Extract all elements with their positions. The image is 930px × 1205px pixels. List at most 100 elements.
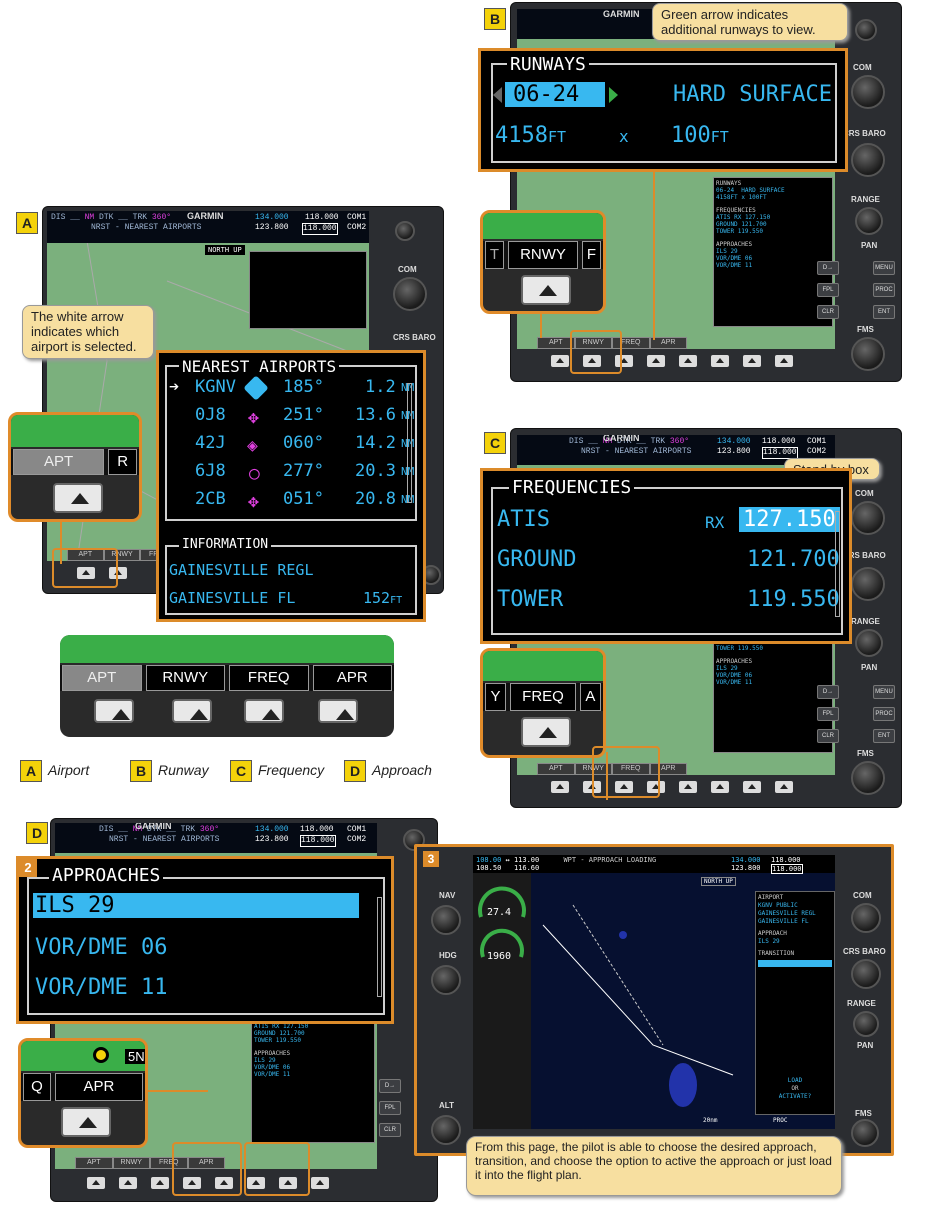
fms-knob[interactable] — [851, 337, 885, 371]
nav-knob[interactable] — [431, 905, 461, 935]
large-tab-apt[interactable]: APT — [62, 665, 142, 691]
softkey-button[interactable] — [743, 355, 761, 367]
zoom-tab-y[interactable]: Y — [485, 683, 507, 711]
freq-hard-button[interactable] — [521, 717, 571, 747]
clr-button[interactable]: CLR — [817, 729, 839, 743]
menu-button[interactable]: MENU — [873, 261, 895, 275]
zoom-tab-f[interactable]: F — [582, 241, 601, 269]
softkey-button[interactable] — [551, 355, 569, 367]
vol-knob[interactable] — [395, 221, 415, 241]
hdg-knob[interactable] — [431, 965, 461, 995]
softkey-button[interactable] — [679, 781, 697, 793]
zoom-tab-apr[interactable]: APR — [54, 1073, 143, 1101]
softkey-button[interactable] — [647, 781, 665, 793]
large-btn-apt[interactable] — [94, 699, 134, 723]
softkey-apt[interactable]: APT — [537, 337, 575, 349]
softkey-button[interactable] — [311, 1177, 329, 1189]
list-scrollbar[interactable] — [407, 383, 412, 503]
direct-to-button[interactable]: D→ — [379, 1079, 401, 1093]
crs-baro-knob[interactable] — [851, 567, 885, 601]
ent-button[interactable]: ENT — [873, 729, 895, 743]
com-knob[interactable] — [851, 75, 885, 109]
prev-runway-arrow-icon[interactable] — [493, 87, 502, 103]
alt-knob[interactable] — [431, 1115, 461, 1145]
freq-row-tower-freq[interactable]: 119.550 — [747, 587, 840, 612]
softkey-button[interactable] — [109, 567, 127, 579]
softkey-button[interactable] — [87, 1177, 105, 1189]
softkey-button[interactable] — [247, 1177, 265, 1189]
transition-selector[interactable] — [758, 960, 832, 967]
zoom-tab-rnwy[interactable]: RNWY — [508, 241, 578, 269]
activate-option[interactable]: ACTIVATE? — [778, 1093, 812, 1100]
large-btn-freq[interactable] — [244, 699, 284, 723]
softkey-freq[interactable]: FREQ — [150, 1157, 188, 1169]
zoom-tab-apt[interactable]: APT — [13, 449, 105, 475]
softkey-apt[interactable]: APT — [537, 763, 575, 775]
softkey-apr[interactable]: APR — [187, 1157, 225, 1169]
rnwy-hard-button[interactable] — [521, 275, 571, 305]
crs-baro-knob[interactable] — [851, 959, 881, 989]
softkey-button[interactable] — [679, 355, 697, 367]
direct-to-button[interactable]: D→ — [817, 261, 839, 275]
softkey-rnwy[interactable]: RNWY — [112, 1157, 150, 1169]
softkey-rnwy[interactable]: RNWY — [574, 337, 612, 349]
com-knob[interactable] — [851, 903, 881, 933]
zoom-tab-q[interactable]: Q — [23, 1073, 51, 1101]
menu-button[interactable]: MENU — [873, 685, 895, 699]
softkey-apr[interactable]: APR — [649, 337, 687, 349]
softkey-apt[interactable]: APT — [75, 1157, 113, 1169]
softkey-button[interactable] — [615, 355, 633, 367]
fpl-button[interactable]: FPL — [817, 707, 839, 721]
list-scrollbar[interactable] — [835, 511, 840, 617]
com-knob[interactable] — [393, 277, 427, 311]
softkey-button[interactable] — [583, 355, 601, 367]
large-tab-apr[interactable]: APR — [312, 665, 392, 691]
softkey-button[interactable] — [711, 781, 729, 793]
softkey-button[interactable] — [711, 355, 729, 367]
range-knob[interactable] — [853, 1011, 879, 1037]
fms-knob[interactable] — [851, 761, 885, 795]
approach-row-0[interactable]: ILS 29 — [33, 893, 359, 918]
vol-knob[interactable] — [855, 19, 877, 41]
softkey-button[interactable] — [775, 355, 793, 367]
softkey-button[interactable] — [151, 1177, 169, 1189]
proc-button[interactable]: PROC — [873, 707, 895, 721]
softkey-rnwy[interactable]: RNWY — [103, 549, 141, 561]
softkey-button[interactable] — [647, 355, 665, 367]
softkey-button[interactable] — [183, 1177, 201, 1189]
zoom-tab-t[interactable]: T — [485, 241, 504, 269]
standby-frequency-box[interactable]: 127.150 — [739, 507, 840, 532]
approach-row-1[interactable]: VOR/DME 06 — [35, 935, 168, 960]
runway-selector[interactable]: 06-24 — [505, 82, 605, 107]
next-runway-arrow-icon[interactable] — [609, 87, 618, 103]
load-option[interactable]: LOAD — [787, 1077, 803, 1084]
large-tab-freq[interactable]: FREQ — [229, 665, 309, 691]
softkey-button[interactable] — [775, 781, 793, 793]
zoom-tab-freq[interactable]: FREQ — [510, 683, 576, 711]
softkey-button[interactable] — [77, 567, 95, 579]
softkey-button[interactable] — [615, 781, 633, 793]
clr-button[interactable]: CLR — [817, 305, 839, 319]
fpl-button[interactable]: FPL — [379, 1101, 401, 1115]
range-knob[interactable] — [855, 629, 883, 657]
large-btn-rnwy[interactable] — [172, 699, 212, 723]
crs-baro-knob[interactable] — [851, 143, 885, 177]
ent-button[interactable]: ENT — [873, 305, 895, 319]
com-knob[interactable] — [851, 501, 885, 535]
range-knob[interactable] — [855, 207, 883, 235]
zoom-tab-r[interactable]: R — [108, 449, 137, 475]
list-scrollbar[interactable] — [377, 897, 382, 997]
proc-button[interactable]: PROC — [873, 283, 895, 297]
fms-knob[interactable] — [851, 1119, 879, 1147]
freq-row-ground-freq[interactable]: 121.700 — [747, 547, 840, 572]
large-tab-rnwy[interactable]: RNWY — [145, 665, 225, 691]
large-btn-apr[interactable] — [318, 699, 358, 723]
clr-button[interactable]: CLR — [379, 1123, 401, 1137]
apt-hard-button[interactable] — [53, 483, 103, 513]
direct-to-button[interactable]: D→ — [817, 685, 839, 699]
